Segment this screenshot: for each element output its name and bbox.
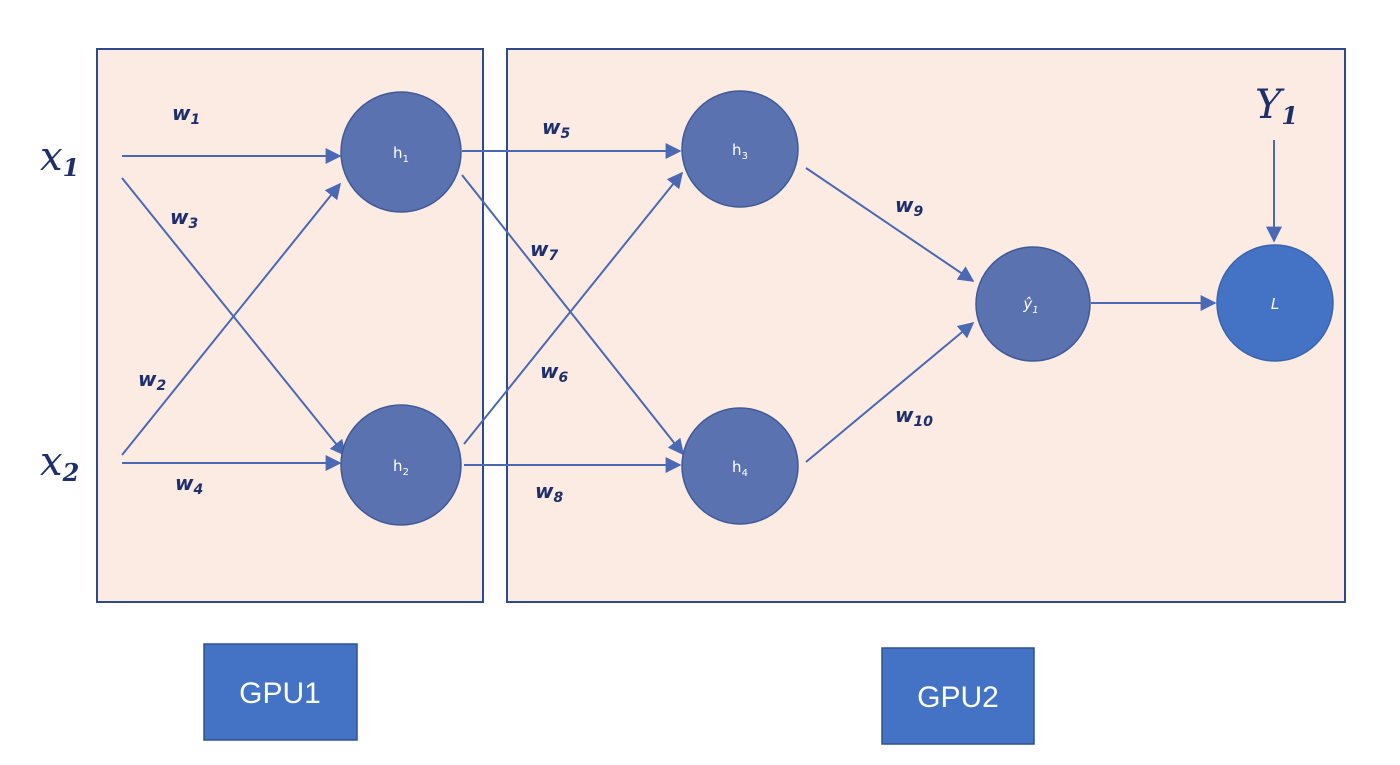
edge-h4-yhat [805, 321, 975, 463]
weight-w4-label: w4 [175, 471, 203, 498]
node-h3-label: h3 [732, 141, 748, 162]
node-h4: h4 [681, 407, 799, 525]
gpu2-badge: GPU2 [881, 647, 1035, 745]
node-h2-label: h2 [393, 457, 409, 478]
weight-w6-label: w6 [540, 359, 568, 386]
weight-w1-label: w1 [172, 101, 200, 128]
edge-h3-yhat [805, 167, 975, 282]
edges [121, 140, 1282, 473]
node-loss: L [1216, 244, 1334, 362]
node-h3: h3 [681, 90, 799, 208]
weight-w2-label: w2 [138, 367, 166, 394]
gpu2-region [506, 48, 1346, 603]
weight-w3-label: w3 [170, 205, 198, 232]
node-h1-label: h1 [393, 144, 409, 165]
node-h1: h1 [340, 91, 462, 213]
node-yhat-label: ŷ1 [1022, 295, 1038, 316]
input-x1-label: x1 [40, 134, 79, 182]
edge-h2-h3 [463, 171, 684, 445]
node-loss-label: L [1271, 295, 1279, 313]
gpu2-label: GPU2 [917, 681, 999, 714]
edge-x2-h1 [121, 182, 342, 456]
target-y1-label: Y1 [1255, 82, 1298, 130]
gpu1-label: GPU1 [239, 677, 321, 710]
weight-w7-label: w7 [530, 237, 558, 264]
node-h2: h2 [340, 404, 462, 526]
input-x2-label: x2 [40, 439, 79, 487]
node-h4-label: h4 [732, 458, 748, 479]
node-yhat: ŷ1 [975, 246, 1091, 362]
edge-h1-h4 [461, 174, 684, 456]
weight-w8-label: w8 [535, 479, 563, 506]
weight-w5-label: w5 [542, 115, 570, 142]
gpu1-badge: GPU1 [203, 643, 358, 741]
weight-w10-label: w10 [895, 403, 933, 430]
weight-w9-label: w9 [895, 193, 923, 220]
